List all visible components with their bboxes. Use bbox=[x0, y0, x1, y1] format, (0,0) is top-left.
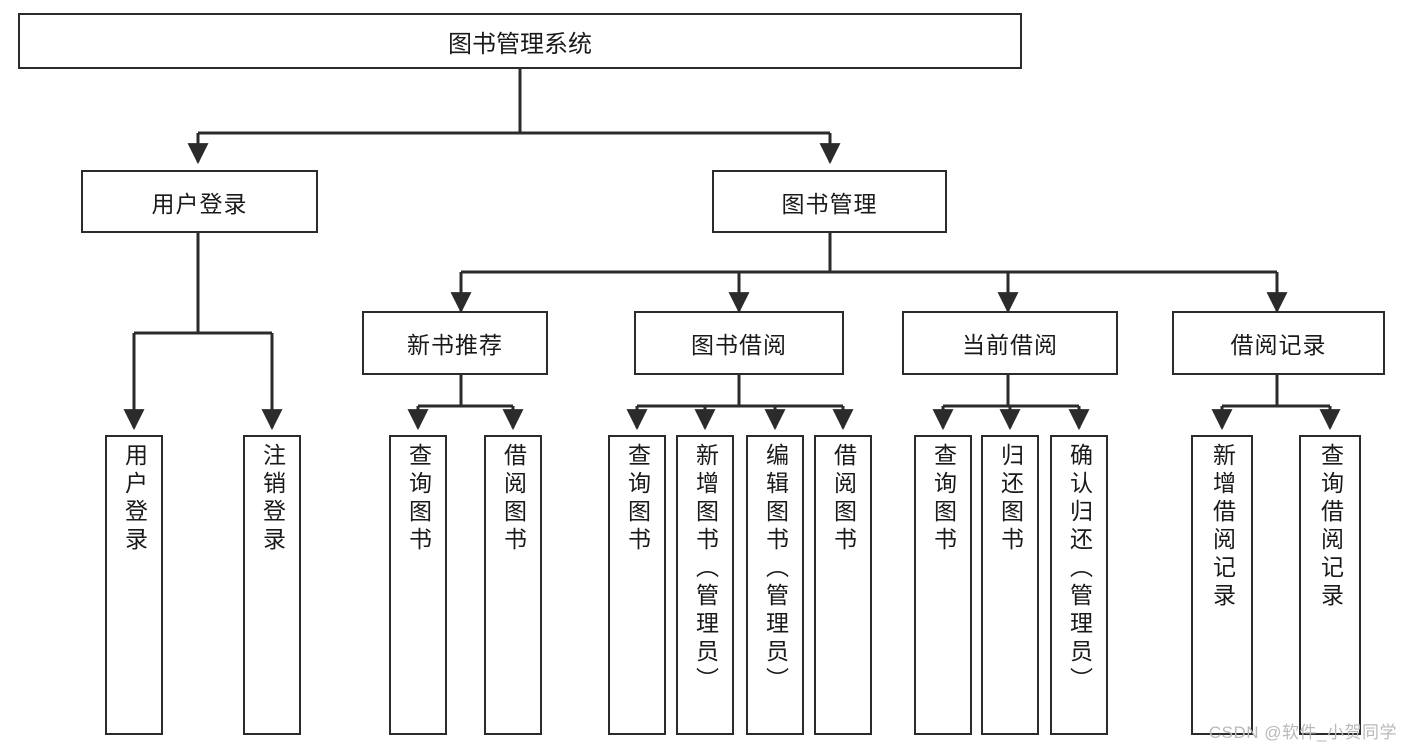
node-leaf-query-book-1[interactable]: 查询图书 bbox=[389, 435, 447, 735]
node-leaf-borrow-book-1-label: 借阅图书 bbox=[500, 443, 527, 555]
node-leaf-return-book[interactable]: 归还图书 bbox=[981, 435, 1039, 735]
node-leaf-query-book-3-label: 查询图书 bbox=[930, 443, 957, 555]
node-leaf-query-record-label: 查询借阅记录 bbox=[1317, 443, 1344, 611]
node-leaf-query-book-1-label: 查询图书 bbox=[405, 443, 432, 555]
node-leaf-query-record[interactable]: 查询借阅记录 bbox=[1299, 435, 1361, 735]
node-book-borrow-label: 图书借阅 bbox=[691, 332, 787, 358]
node-new-book-rec[interactable]: 新书推荐 bbox=[362, 311, 548, 375]
node-new-book-rec-label: 新书推荐 bbox=[407, 332, 503, 358]
node-current-borrow[interactable]: 当前借阅 bbox=[902, 311, 1118, 375]
node-leaf-add-record[interactable]: 新增借阅记录 bbox=[1191, 435, 1253, 735]
node-current-borrow-label: 当前借阅 bbox=[962, 332, 1058, 358]
node-leaf-confirm-return[interactable]: 确认归还（管理员） bbox=[1050, 435, 1108, 735]
node-book-manage[interactable]: 图书管理 bbox=[712, 170, 947, 233]
node-leaf-borrow-book-1[interactable]: 借阅图书 bbox=[484, 435, 542, 735]
node-book-borrow[interactable]: 图书借阅 bbox=[634, 311, 844, 375]
node-leaf-borrow-book-2-label: 借阅图书 bbox=[830, 443, 857, 555]
watermark: CSDN @软件_小贺同学 bbox=[1208, 723, 1397, 742]
node-leaf-query-book-2[interactable]: 查询图书 bbox=[608, 435, 666, 735]
node-user-login-label: 用户登录 bbox=[151, 190, 248, 217]
node-leaf-edit-book[interactable]: 编辑图书（管理员） bbox=[746, 435, 804, 735]
node-leaf-query-book-3[interactable]: 查询图书 bbox=[914, 435, 972, 735]
node-leaf-add-book-label: 新增图书（管理员） bbox=[692, 443, 719, 695]
node-leaf-user-login[interactable]: 用户登录 bbox=[105, 435, 163, 735]
node-leaf-logout[interactable]: 注销登录 bbox=[243, 435, 301, 735]
node-book-manage-label: 图书管理 bbox=[781, 190, 878, 217]
node-borrow-record-label: 借阅记录 bbox=[1230, 332, 1327, 358]
node-leaf-logout-label: 注销登录 bbox=[259, 443, 286, 555]
node-leaf-user-login-label: 用户登录 bbox=[121, 443, 148, 555]
node-borrow-record[interactable]: 借阅记录 bbox=[1172, 311, 1385, 375]
node-root[interactable]: 图书管理系统 bbox=[18, 13, 1022, 69]
node-root-label: 图书管理系统 bbox=[448, 30, 592, 58]
node-leaf-edit-book-label: 编辑图书（管理员） bbox=[762, 443, 789, 695]
node-leaf-query-book-2-label: 查询图书 bbox=[624, 443, 651, 555]
node-user-login[interactable]: 用户登录 bbox=[81, 170, 318, 233]
node-leaf-return-book-label: 归还图书 bbox=[997, 443, 1024, 555]
node-leaf-confirm-return-label: 确认归还（管理员） bbox=[1066, 443, 1093, 695]
node-leaf-borrow-book-2[interactable]: 借阅图书 bbox=[814, 435, 872, 735]
node-leaf-add-record-label: 新增借阅记录 bbox=[1209, 443, 1236, 611]
node-leaf-add-book[interactable]: 新增图书（管理员） bbox=[676, 435, 734, 735]
